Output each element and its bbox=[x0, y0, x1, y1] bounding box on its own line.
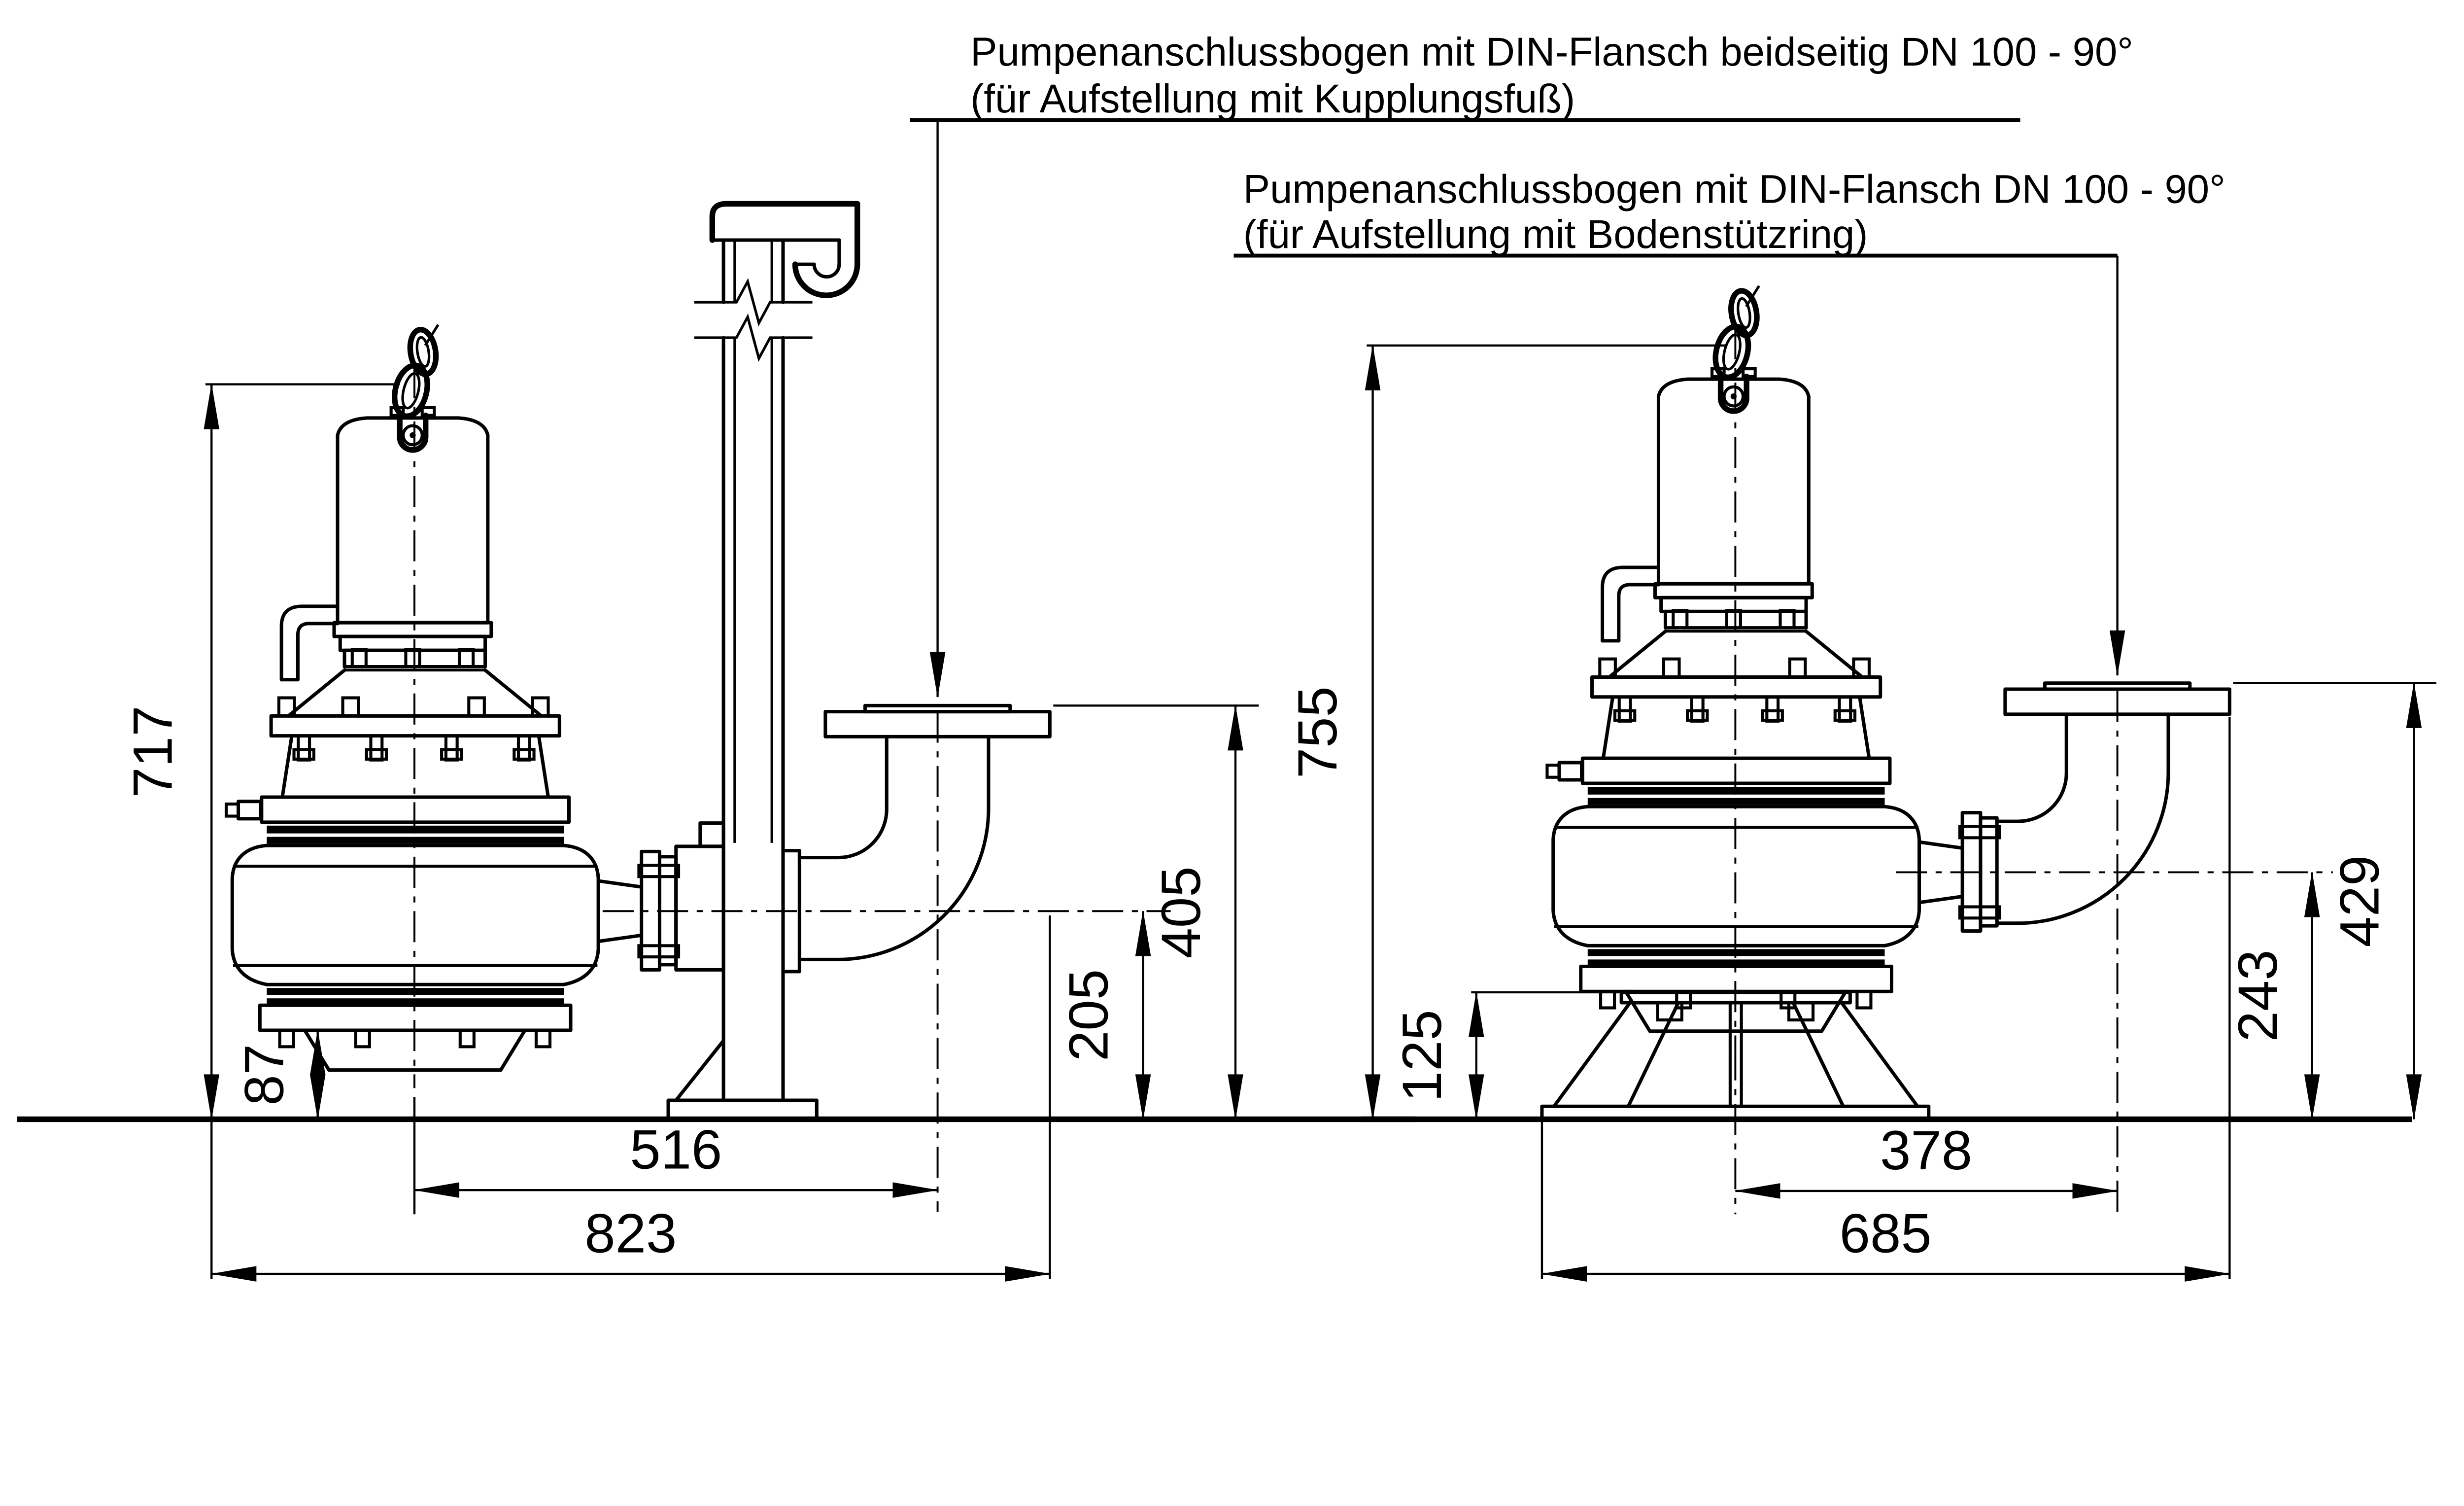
discharge-elbow-right bbox=[1995, 681, 2231, 925]
pipe-break-icon bbox=[694, 278, 813, 327]
svg-text:755: 755 bbox=[1287, 686, 1348, 778]
pipe-break-icon bbox=[694, 313, 813, 362]
riser-pipe bbox=[694, 238, 813, 1102]
discharge-elbow-left bbox=[797, 703, 1052, 961]
dim-516: 516 bbox=[413, 1096, 939, 1215]
dim-429: 429 bbox=[2233, 682, 2436, 1121]
label-ring-line2: (für Aufstellung mit Bodenstützring) bbox=[1243, 212, 1868, 257]
dim-125: 125 bbox=[1391, 991, 1619, 1121]
dim-243: 243 bbox=[2227, 871, 2320, 1121]
svg-text:205: 205 bbox=[1058, 969, 1120, 1061]
dim-755: 755 bbox=[1287, 344, 1726, 1121]
svg-text:429: 429 bbox=[2329, 855, 2391, 947]
coupling-foot-base bbox=[666, 849, 819, 1121]
svg-text:87: 87 bbox=[234, 1044, 295, 1106]
dim-87: 87 bbox=[234, 1029, 436, 1121]
right-pump-unit bbox=[1547, 286, 1999, 1050]
dim-717: 717 bbox=[122, 383, 400, 1121]
svg-text:516: 516 bbox=[630, 1119, 722, 1180]
svg-text:717: 717 bbox=[122, 706, 184, 798]
svg-text:405: 405 bbox=[1150, 866, 1212, 958]
svg-text:823: 823 bbox=[584, 1202, 677, 1264]
elbow-flange-face bbox=[863, 703, 1012, 714]
dim-205: 205 bbox=[1058, 910, 1151, 1121]
svg-text:685: 685 bbox=[1840, 1202, 1932, 1264]
left-view: 717 87 516 823 205 405 bbox=[17, 201, 1415, 1282]
left-pump-unit bbox=[226, 325, 679, 1088]
dim-378: 378 bbox=[1734, 1120, 2119, 1199]
elbow-flange-face bbox=[2043, 681, 2192, 691]
dim-685: 685 bbox=[1540, 717, 2231, 1282]
dim-405: 405 bbox=[1053, 704, 1259, 1121]
svg-text:243: 243 bbox=[2227, 949, 2289, 1042]
label-ring-line1: Pumpenanschlussbogen mit DIN-Flansch DN … bbox=[1243, 167, 2225, 212]
label-coupling-line2: (für Aufstellung mit Kupplungsfuß) bbox=[970, 76, 1575, 121]
upper-guide-hook bbox=[709, 201, 860, 298]
annotation-ring: Pumpenanschlussbogen mit DIN-Flansch DN … bbox=[1233, 167, 2225, 676]
dim-823: 823 bbox=[210, 915, 1051, 1282]
coupling-claw bbox=[674, 821, 725, 972]
svg-text:378: 378 bbox=[1880, 1120, 1972, 1181]
annotation-coupling: Pumpenanschlussbogen mit DIN-Flansch bei… bbox=[910, 30, 2133, 698]
pump-dimension-drawing: Pumpenanschlussbogen mit DIN-Flansch bei… bbox=[17, 30, 2436, 1282]
label-coupling-line1: Pumpenanschlussbogen mit DIN-Flansch bei… bbox=[970, 30, 2133, 74]
svg-text:125: 125 bbox=[1391, 1010, 1453, 1102]
right-view: 755 125 378 685 243 429 bbox=[1287, 286, 2436, 1282]
drawing-stage: Pumpenanschlussbogen mit DIN-Flansch bei… bbox=[17, 30, 2436, 1282]
